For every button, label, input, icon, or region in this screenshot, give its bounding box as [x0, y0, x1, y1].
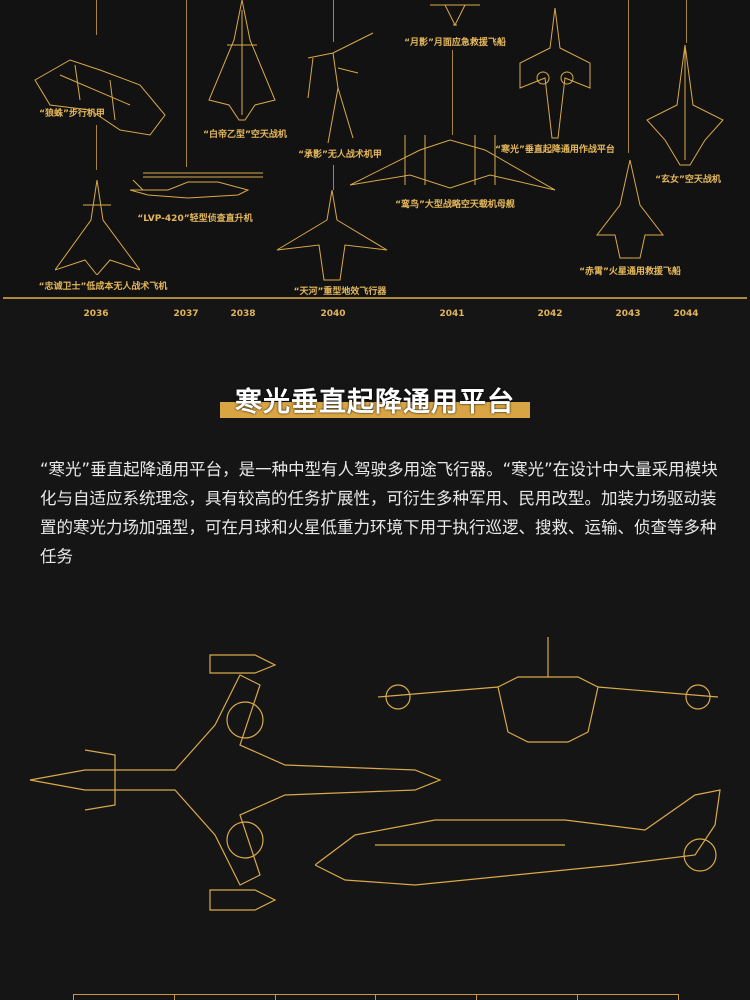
ekranoplan-tianhe-drawing	[275, 189, 390, 286]
ship-yueying-drawing	[425, 0, 485, 32]
timeline-panel: “狼蛛”步行机甲 “白帝乙型”空天战机 “承影”无人战术机甲 “月影”月面应急救…	[0, 0, 750, 298]
spec-table-header	[73, 994, 679, 1000]
connector-line	[96, 0, 97, 35]
year-label: 2038	[230, 309, 256, 319]
year-label: 2043	[615, 309, 641, 319]
connector-line	[333, 0, 334, 42]
mech-chengying-drawing	[298, 28, 378, 150]
timeline-item-label: “寒光”垂直起降通用作战平台	[495, 145, 615, 155]
connector-line	[96, 125, 97, 170]
timeline-item-label: “承影”无人战术机甲	[298, 150, 382, 160]
table-cell	[578, 995, 678, 1000]
year-label: 2042	[537, 309, 563, 319]
fighter-baidi-drawing	[205, 0, 280, 126]
timeline-item-label: “鸾鸟”大型战略空天载机母舰	[395, 200, 515, 210]
year-label: 2041	[439, 309, 465, 319]
connector-line	[186, 0, 187, 167]
timeline-item-label: “赤霄”火星通用救援飞船	[579, 267, 681, 277]
year-label: 2040	[320, 309, 346, 319]
timeline-item-label: “天河”重型地效飞行器	[293, 287, 387, 297]
helicopter-lvp420-drawing	[128, 170, 263, 209]
ship-chixiao-drawing	[595, 159, 665, 264]
table-cell	[175, 995, 276, 1000]
table-cell	[74, 995, 175, 1000]
year-label: 2036	[83, 309, 109, 319]
mech-wolf-spider-drawing	[30, 35, 170, 144]
table-cell	[376, 995, 478, 1000]
hanguang-side-view-drawing	[313, 785, 725, 899]
connector-line	[452, 50, 453, 135]
timeline-item-label: “玄女”空天战机	[655, 175, 721, 185]
vtol-hanguang-drawing	[510, 7, 600, 144]
table-cell	[477, 995, 579, 1000]
year-label: 2037	[173, 309, 199, 319]
drone-loyal-guardian-drawing	[53, 179, 142, 279]
timeline-item-label: “LVP-420”轻型侦查直升机	[137, 214, 253, 224]
section-title-text: 寒光垂直起降通用平台	[235, 387, 515, 418]
section-description: “寒光”垂直起降通用平台，是一种中型有人驾驶多用途飞行器。“寒光”在设计中大量采…	[40, 460, 718, 566]
section-title: 寒光垂直起降通用平台	[220, 380, 530, 420]
connector-line	[628, 0, 629, 153]
fighter-xuannv-drawing	[645, 44, 725, 171]
timeline-item-label: “狼蛛”步行机甲	[39, 109, 105, 119]
carrier-luanniao-drawing	[349, 130, 556, 196]
timeline-item-label: “白帝乙型”空天战机	[203, 130, 287, 140]
year-label: 2044	[673, 309, 699, 319]
table-cell	[276, 995, 377, 1000]
connector-line	[686, 0, 687, 43]
hanguang-front-view-drawing	[377, 632, 719, 751]
hanguang-top-view-drawing	[25, 645, 445, 929]
timeline-item-label: “月影”月面应急救援飞船	[404, 38, 506, 48]
connector-line	[333, 165, 334, 190]
timeline-item-label: “忠诚卫士”低成本无人战术飞机	[38, 282, 168, 292]
timeline-axis	[3, 297, 747, 299]
title-highlight	[220, 402, 530, 418]
